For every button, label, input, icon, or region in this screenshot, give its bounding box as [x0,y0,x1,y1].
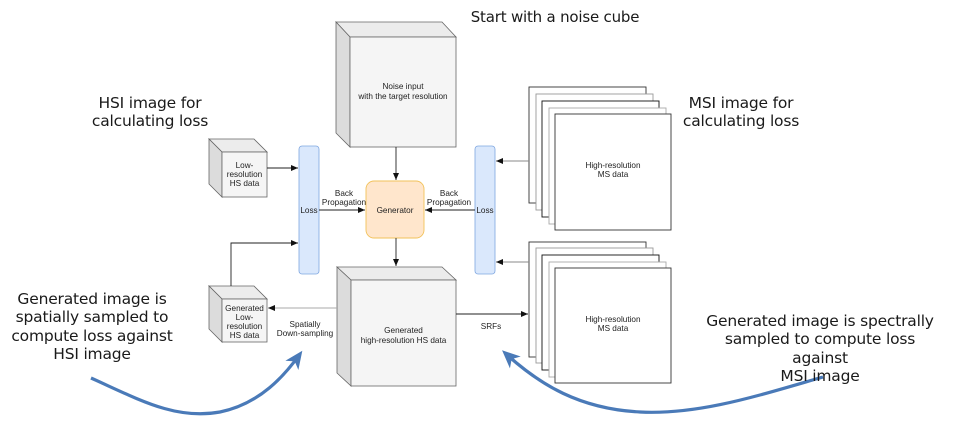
gen-high-res-label-1: Generated [384,326,423,335]
hsi-caption-line-1: HSI image for [98,94,202,112]
back-prop-right-2: Propagation [427,198,472,207]
title-annotation: Start with a noise cube [470,8,640,26]
noise-cube-label-2: with the target resolution [357,92,448,101]
spectral-note-line-1: Generated image is spectrally [706,312,934,330]
spatial-note-line-3: compute loss against [11,326,173,345]
gen-low-res-label-1: Generated [225,304,264,313]
low-res-label-1: Low- [236,161,254,170]
ms-data-stack-top: High-resolution MS data [528,86,672,231]
curve-arrow-spectral [502,350,824,414]
srfs-label: SRFs [481,322,501,331]
spatial-note-line-1: Generated image is [17,290,167,308]
connectors [230,147,529,317]
ms-bottom-label-2: MS data [598,324,629,333]
gen-low-res-label-2: Low- [236,313,254,322]
gen-low-res-label-4: HS data [230,331,260,340]
low-res-label-3: HS data [230,179,260,188]
msi-caption-line-1: MSI image for [688,94,794,112]
msi-caption-line-2: calculating loss [682,112,800,131]
spatial-down-2: Down-sampling [277,329,334,338]
spatial-note-line-2: spatially sampled to [15,308,169,327]
back-prop-right-1: Back [440,189,459,198]
loss-right-label: Loss [476,206,493,215]
spatial-sampling-note: Generated image is spatially sampled to … [2,290,182,363]
hsi-caption: HSI image for calculating loss [80,94,220,131]
generator-node: Generator [365,180,425,239]
ms-top-label-1: High-resolution [585,161,641,170]
generated-low-resolution-hs-cube: Generated Low- resolution HS data [208,285,268,343]
spectral-note-line-3: MSI image [780,366,860,385]
spectral-sampling-note: Generated image is spectrally sampled to… [695,312,945,385]
generated-high-resolution-hs-cube: Generated high-resolution HS data [335,266,458,387]
spatial-down-1: Spatially [290,320,322,329]
gen-low-res-label-3: resolution [227,322,263,331]
low-res-label-2: resolution [227,170,263,179]
generator-label: Generator [377,206,414,215]
msi-caption: MSI image for calculating loss [681,94,801,131]
low-resolution-hs-cube: Low- resolution HS data [208,138,268,198]
ms-data-stack-bottom: High-resolution MS data [528,241,672,384]
edge-genlowres-to-loss [230,240,298,286]
ms-bottom-label-1: High-resolution [585,315,641,324]
loss-left-label: Loss [300,206,317,215]
spatial-note-line-4: HSI image [53,344,131,363]
loss-node-left: Loss [298,145,320,275]
curve-arrow-spatial [90,350,303,416]
noise-cube-label-1: Noise input [383,82,425,91]
noise-input-cube: Noise input with the target resolution [335,20,457,148]
back-prop-left-1: Back [335,189,354,198]
spectral-note-line-2: sampled to compute loss against [724,330,916,367]
back-prop-left-2: Propagation [322,198,367,207]
ms-top-label-2: MS data [598,170,629,179]
gen-high-res-label-2: high-resolution HS data [361,336,447,345]
hsi-caption-line-2: calculating loss [91,112,209,131]
loss-node-right: Loss [474,145,496,275]
